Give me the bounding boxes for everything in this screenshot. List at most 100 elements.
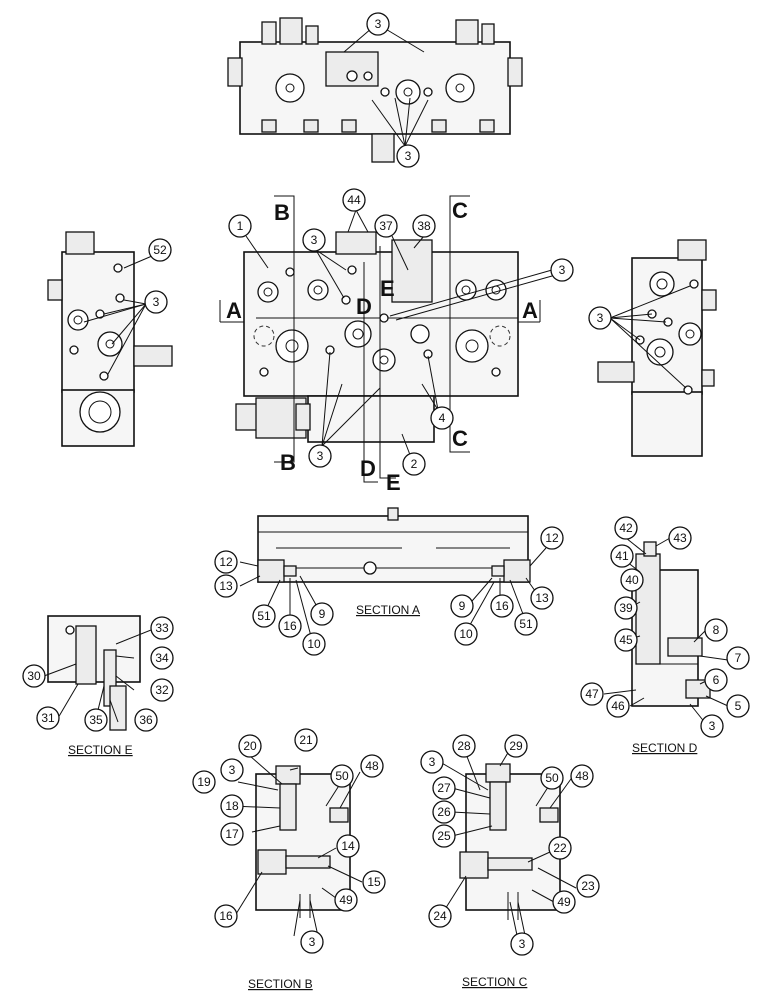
callout-2: 2 (402, 452, 426, 476)
callout-10: 10 (454, 622, 478, 646)
callout-22: 22 (548, 836, 572, 860)
callout-30: 30 (22, 664, 46, 688)
callout-9: 9 (450, 594, 474, 618)
callout-49: 49 (552, 890, 576, 914)
svg-text:49: 49 (557, 895, 571, 909)
svg-text:21: 21 (299, 733, 313, 747)
callout-38: 38 (412, 214, 436, 238)
callout-47: 47 (580, 682, 604, 706)
right-side-view (597, 239, 717, 457)
svg-text:24: 24 (433, 909, 447, 923)
section-c-view (439, 745, 577, 941)
section-mark-b-bottom: B (280, 450, 296, 475)
svg-text:3: 3 (317, 449, 324, 463)
callout-41: 41 (610, 544, 634, 568)
callout-24: 24 (428, 904, 452, 928)
svg-text:23: 23 (581, 879, 595, 893)
callout-51: 51 (514, 612, 538, 636)
svg-text:8: 8 (713, 623, 720, 637)
callout-37: 37 (374, 214, 398, 238)
svg-text:10: 10 (307, 637, 321, 651)
svg-text:16: 16 (495, 599, 509, 613)
svg-text:10: 10 (459, 627, 473, 641)
svg-text:32: 32 (155, 683, 169, 697)
svg-text:17: 17 (225, 827, 239, 841)
svg-text:15: 15 (367, 875, 381, 889)
svg-text:18: 18 (225, 799, 239, 813)
svg-text:48: 48 (365, 759, 379, 773)
callout-16: 16 (490, 594, 514, 618)
callout-8: 8 (704, 618, 728, 642)
callout-3: 3 (220, 758, 244, 782)
svg-text:1: 1 (237, 219, 244, 233)
svg-text:9: 9 (319, 607, 326, 621)
svg-text:7: 7 (735, 651, 742, 665)
svg-text:3: 3 (153, 295, 160, 309)
callout-20: 20 (238, 734, 262, 758)
svg-text:6: 6 (713, 673, 720, 687)
callout-3: 3 (700, 714, 724, 738)
callout-4: 4 (430, 406, 454, 430)
svg-text:38: 38 (417, 219, 431, 233)
callout-1: 1 (228, 214, 252, 238)
callout-26: 26 (432, 800, 456, 824)
svg-text:20: 20 (243, 739, 257, 753)
section-mark-e-bottom: E (386, 470, 401, 495)
callout-3: 3 (302, 228, 326, 252)
svg-text:3: 3 (429, 755, 436, 769)
svg-text:13: 13 (535, 591, 549, 605)
svg-text:43: 43 (673, 531, 687, 545)
callout-21: 21 (294, 728, 318, 752)
callout-5: 5 (726, 694, 750, 718)
callout-14: 14 (336, 834, 360, 858)
callout-3: 3 (550, 258, 574, 282)
svg-text:50: 50 (545, 771, 559, 785)
callout-29: 29 (504, 734, 528, 758)
svg-text:2: 2 (411, 457, 418, 471)
callout-3: 3 (366, 12, 390, 36)
svg-text:9: 9 (459, 599, 466, 613)
callout-13: 13 (530, 586, 554, 610)
section-e-title: SECTION E (68, 743, 133, 757)
svg-text:41: 41 (615, 549, 629, 563)
section-mark-a-left: A (226, 298, 242, 323)
callout-32: 32 (150, 678, 174, 702)
section-d-title: SECTION D (632, 741, 698, 755)
front-view (219, 195, 553, 483)
callout-25: 25 (432, 824, 456, 848)
callout-15: 15 (362, 870, 386, 894)
callout-48: 48 (360, 754, 384, 778)
svg-text:3: 3 (709, 719, 716, 733)
svg-text:4: 4 (439, 411, 446, 425)
callout-51: 51 (252, 604, 276, 628)
callout-7: 7 (726, 646, 750, 670)
svg-text:13: 13 (219, 579, 233, 593)
svg-text:42: 42 (619, 521, 633, 535)
callout-27: 27 (432, 776, 456, 800)
left-side-view (47, 231, 173, 447)
svg-text:5: 5 (735, 699, 742, 713)
callout-13: 13 (214, 574, 238, 598)
callout-16: 16 (278, 614, 302, 638)
svg-text:25: 25 (437, 829, 451, 843)
callout-12: 12 (540, 526, 564, 550)
callout-52: 52 (148, 238, 172, 262)
callout-3: 3 (510, 932, 534, 956)
svg-text:22: 22 (553, 841, 567, 855)
section-c-title: SECTION C (462, 975, 528, 989)
callout-6: 6 (704, 668, 728, 692)
callout-48: 48 (570, 764, 594, 788)
svg-text:31: 31 (41, 711, 55, 725)
top-view (227, 17, 523, 163)
svg-text:3: 3 (375, 17, 382, 31)
section-a-title: SECTION A (356, 603, 420, 617)
svg-text:16: 16 (283, 619, 297, 633)
svg-text:19: 19 (197, 775, 211, 789)
svg-text:28: 28 (457, 739, 471, 753)
callout-42: 42 (614, 516, 638, 540)
callout-43: 43 (668, 526, 692, 550)
svg-text:44: 44 (347, 193, 361, 207)
callout-49: 49 (334, 888, 358, 912)
svg-text:30: 30 (27, 669, 41, 683)
